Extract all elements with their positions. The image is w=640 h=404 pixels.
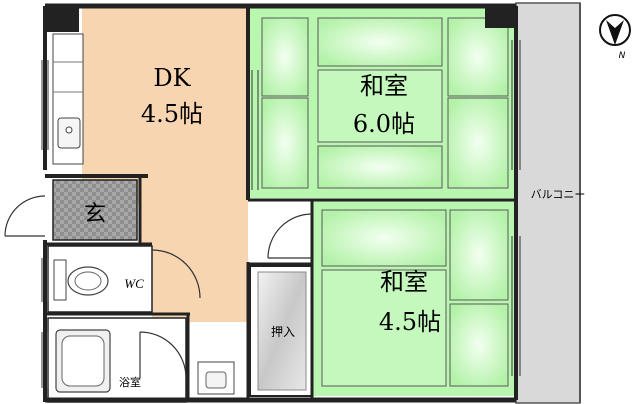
wc-room: WC	[47, 245, 153, 313]
compass: N	[599, 14, 631, 61]
bath-label: 浴室	[119, 375, 141, 389]
door-swings	[4, 195, 313, 379]
washitsu-small-size: 4.5帖	[379, 308, 441, 336]
pillar	[485, 6, 516, 28]
balcony-label: バルコニー	[531, 188, 586, 201]
balcony: バルコニー	[515, 2, 586, 404]
dk-room-size: 4.5帖	[141, 100, 203, 128]
washitsu-small-name: 和室	[380, 268, 428, 296]
window-marks	[41, 40, 521, 388]
walls	[43, 3, 518, 403]
washitsu-large-name: 和室	[360, 72, 408, 100]
dk-room-name: DK	[153, 64, 191, 92]
wc-label: WC	[124, 276, 144, 291]
washitsu-large-size: 6.0帖	[353, 110, 415, 138]
pillar	[45, 6, 79, 32]
washitsu-small: 和室 4.5帖	[312, 200, 516, 396]
genkan-label: 玄	[84, 202, 106, 227]
north-arrow-icon	[606, 20, 624, 45]
closet-label: 押入	[271, 325, 295, 339]
genkan: 玄	[52, 179, 138, 241]
bath-room: 浴室	[47, 317, 187, 403]
compass-north-label: N	[619, 51, 626, 61]
washitsu-large: 和室 6.0帖	[250, 8, 516, 198]
dk-room: DK 4.5帖	[82, 8, 248, 322]
kitchen-counter	[52, 33, 84, 165]
closet: 押入	[249, 265, 313, 397]
